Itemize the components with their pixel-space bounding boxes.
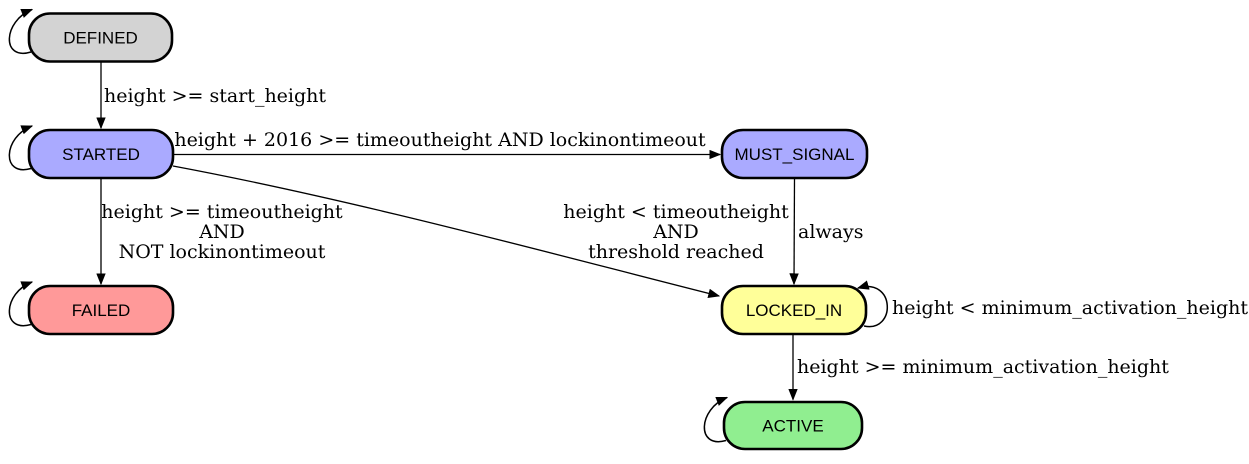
state-label-locked-in: LOCKED_IN bbox=[746, 301, 842, 320]
state-label-started: STARTED bbox=[62, 145, 140, 164]
edge-started-to-locked-in bbox=[172, 165, 721, 298]
edge-label-line: height < timeoutheight bbox=[563, 201, 789, 223]
state-box-defined bbox=[27, 12, 174, 63]
node-locked-in: LOCKED_IN bbox=[720, 284, 868, 336]
self-loop-failed bbox=[8, 281, 34, 327]
node-active: ACTIVE bbox=[722, 400, 864, 451]
edge-label-line: height >= timeoutheight bbox=[101, 201, 343, 223]
self-loop-locked-in bbox=[856, 280, 888, 328]
state-box-must-signal bbox=[720, 128, 869, 180]
node-must-signal: MUST_SIGNAL bbox=[720, 128, 869, 180]
self-loop-defined bbox=[8, 8, 34, 55]
self-loop-started bbox=[8, 125, 34, 171]
node-failed: FAILED bbox=[27, 284, 175, 336]
edge-label-locked-in-self-loop: height < minimum_activation_height bbox=[892, 297, 1248, 319]
state-label-must-signal: MUST_SIGNAL bbox=[735, 145, 855, 164]
edge-group bbox=[8, 8, 888, 443]
node-started: STARTED bbox=[27, 128, 175, 180]
state-label-active: ACTIVE bbox=[762, 417, 823, 436]
node-defined: DEFINED bbox=[27, 12, 174, 63]
state-label-failed: FAILED bbox=[72, 301, 131, 320]
edge-label-locked-in-to-active: height >= minimum_activation_height bbox=[797, 356, 1169, 378]
edge-label-group: height >= start_height height + 2016 >= … bbox=[101, 85, 1248, 378]
state-box-failed bbox=[27, 284, 175, 336]
edge-label-started-to-locked-in: height < timeoutheight AND threshold rea… bbox=[563, 201, 789, 263]
self-loop-active bbox=[703, 396, 729, 443]
edge-label-line: threshold reached bbox=[588, 241, 764, 263]
edge-label-line: NOT lockinontimeout bbox=[119, 241, 326, 263]
state-label-defined: DEFINED bbox=[63, 29, 138, 48]
edge-label-started-to-must-signal: height + 2016 >= timeoutheight AND locki… bbox=[174, 129, 706, 151]
edge-label-must-signal-to-locked-in: always bbox=[798, 221, 863, 243]
edge-label-line: AND bbox=[198, 221, 245, 243]
state-box-locked-in bbox=[720, 284, 868, 336]
state-box-started bbox=[27, 128, 175, 180]
edge-label-defined-to-started: height >= start_height bbox=[104, 85, 326, 107]
edge-label-line: AND bbox=[652, 221, 699, 243]
state-box-active bbox=[722, 400, 864, 451]
edge-label-started-to-failed: height >= timeoutheight AND NOT lockinon… bbox=[101, 201, 343, 263]
edge-must-signal-to-locked-in bbox=[789, 178, 799, 286]
